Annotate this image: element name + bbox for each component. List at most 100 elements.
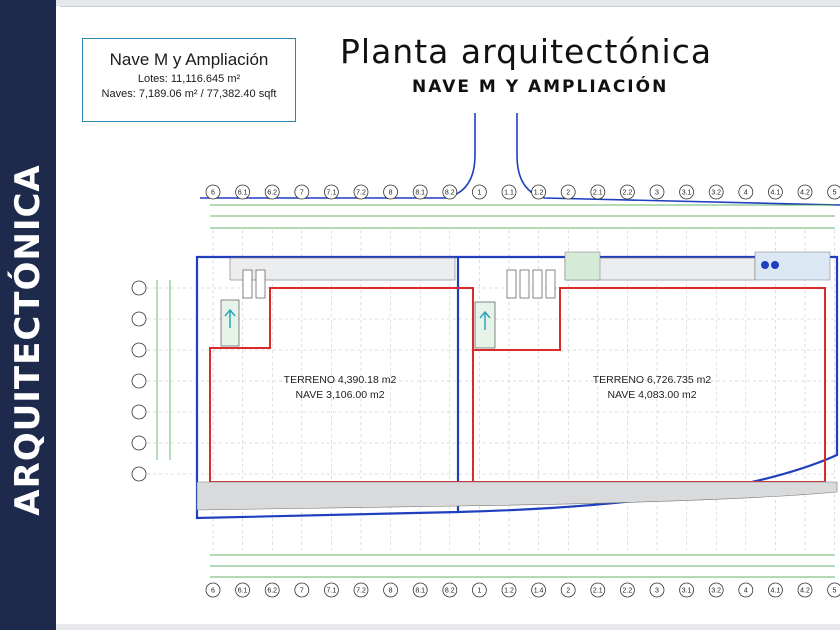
bottom-axis-bubble xyxy=(619,582,635,598)
top-axis-bubble-label: 2.2 xyxy=(623,190,633,197)
bottom-axis-bubble-label: 2.2 xyxy=(623,588,633,595)
top-axis-bubble xyxy=(383,184,399,200)
left-nave-label: NAVE 3,106.00 m2 xyxy=(295,389,384,401)
top-axis-bubble-label: 1.2 xyxy=(534,190,544,197)
row-axis-bubble xyxy=(131,280,147,296)
dock-doors-left xyxy=(220,269,266,347)
bottom-axis-bubble xyxy=(768,582,783,598)
top-axis-bubble xyxy=(353,184,369,200)
top-axis-bubble-label: 3 xyxy=(655,190,659,197)
bottom-axis-bubble xyxy=(649,582,665,598)
top-axis-bubble xyxy=(679,184,694,200)
bottom-axis-bubble-label: 8.2 xyxy=(445,588,455,595)
top-axis-bubble-label: 4.1 xyxy=(771,190,781,197)
bottom-axis-bubble-label: 8.1 xyxy=(415,588,425,595)
bottom-axis-bubble-label: 3 xyxy=(655,588,659,595)
bottom-axis-bubble xyxy=(294,582,310,598)
top-axis-bubble-label: 2 xyxy=(566,190,570,197)
top-axis-bubble xyxy=(619,184,635,200)
info-title: Nave M y Ampliación xyxy=(109,50,269,69)
top-axis-bubble xyxy=(531,184,547,200)
bottom-axis-bubble xyxy=(471,582,487,598)
top-axis-bubble-label: 8 xyxy=(389,190,393,197)
dock-doors-right xyxy=(474,269,556,349)
perimeter-strip xyxy=(196,481,838,511)
bottom-axis-bubble-label: 4 xyxy=(744,588,748,595)
top-axis-bubble-label: 4.2 xyxy=(800,190,810,197)
bottom-axis-bubble-label: 3.2 xyxy=(711,588,721,595)
bottom-axis-bubble xyxy=(205,582,221,598)
bottom-dimension-lines xyxy=(210,554,835,578)
row-axis-bubble xyxy=(131,435,147,451)
top-axis-bubble xyxy=(768,184,783,200)
top-axis-bubble-label: 1.1 xyxy=(504,190,514,197)
top-axis-bubble xyxy=(205,184,221,200)
top-axis-bubble xyxy=(235,184,250,200)
row-axis-bubble xyxy=(131,373,147,389)
bottom-axis-bubble-label: 4.2 xyxy=(800,588,810,595)
sidebar: ARQUITECTÓNICA xyxy=(0,0,56,630)
bottom-axis-bubble xyxy=(442,582,458,598)
green-area-right xyxy=(564,251,601,281)
top-axis-bubble xyxy=(501,184,517,200)
top-axis-bubble xyxy=(797,184,813,200)
road-left-curve xyxy=(200,113,476,199)
sidebar-title: ARQUITECTÓNICA xyxy=(8,164,48,516)
bottom-axis-bubble-label: 6 xyxy=(211,588,215,595)
bottom-axis-bubble-label: 1.2 xyxy=(504,588,514,595)
ramp-up-icon xyxy=(479,310,491,330)
bottom-axis-bubble xyxy=(353,582,369,598)
top-axis-bubble-label: 8.1 xyxy=(415,190,425,197)
bottom-axis-bubble-label: 1 xyxy=(477,588,481,595)
top-axis-bubble-label: 3.2 xyxy=(711,190,721,197)
bottom-axis-bubble-label: 5 xyxy=(833,588,837,595)
bottom-axis-bubble-label: 7 xyxy=(300,588,304,595)
bottom-axis-bubble-label: 6.1 xyxy=(238,588,248,595)
page-title: Planta arquitectónica xyxy=(340,32,713,71)
bottom-axis-bubble xyxy=(708,582,724,598)
row-axis-bubble xyxy=(131,342,147,358)
top-axis-bubble xyxy=(590,184,606,200)
bottom-axis-bubble-label: 7.2 xyxy=(356,588,366,595)
top-axis-bubble-label: 6.1 xyxy=(238,190,248,197)
bottom-axis-bubble xyxy=(323,582,339,598)
bottom-axis-bubble-label: 8 xyxy=(389,588,393,595)
row-axis-bubble xyxy=(131,466,147,482)
info-naves: Naves: 7,189.06 m² / 77,382.40 sqft xyxy=(101,88,277,100)
top-axis-bubble xyxy=(738,184,754,200)
bottom-axis-bubble-label: 3.1 xyxy=(682,588,692,595)
row-axis-bubble xyxy=(131,311,147,327)
ramp-up-icon xyxy=(224,308,236,328)
bottom-axis-bubble-label: 2 xyxy=(566,588,570,595)
bottom-axis-bubble xyxy=(827,582,840,598)
top-axis-bubble-label: 6 xyxy=(211,190,215,197)
top-axis-bubble xyxy=(323,184,339,200)
top-axis-bubble xyxy=(708,184,724,200)
right-terreno-label: TERRENO 6,726.735 m2 xyxy=(593,374,712,386)
top-axis-bubble xyxy=(827,184,840,200)
top-axis-bubble-label: 2.1 xyxy=(593,190,603,197)
top-axis-bubble-label: 1 xyxy=(477,190,481,197)
top-axis-bubble xyxy=(412,184,428,200)
row-axis-bubbles xyxy=(131,280,147,482)
content-frame xyxy=(60,6,840,625)
info-lots: Lotes: 11,116.645 m² xyxy=(137,73,241,85)
top-axis-bubble-label: 8.2 xyxy=(445,190,455,197)
top-axis-bubble xyxy=(471,184,487,200)
top-axis-bubble xyxy=(264,184,280,200)
info-box: Nave M y Ampliación Lotes: 11,116.645 m²… xyxy=(82,38,296,122)
bottom-axis-bubble xyxy=(590,582,606,598)
bottom-strip xyxy=(56,624,840,630)
top-axis-bubble-label: 3.1 xyxy=(682,190,692,197)
top-dimension-lines xyxy=(210,204,835,229)
top-axis-bubble-label: 4 xyxy=(744,190,748,197)
bottom-axis-bubble xyxy=(501,582,517,598)
bottom-axis-bubble xyxy=(412,582,428,598)
bottom-axis-bubble xyxy=(797,582,813,598)
left-dimension-lines xyxy=(156,280,171,460)
top-axis-bubble-label: 7.2 xyxy=(356,190,366,197)
top-axis-bubble-label: 5 xyxy=(833,190,837,197)
lot-boundary-left xyxy=(195,255,460,520)
